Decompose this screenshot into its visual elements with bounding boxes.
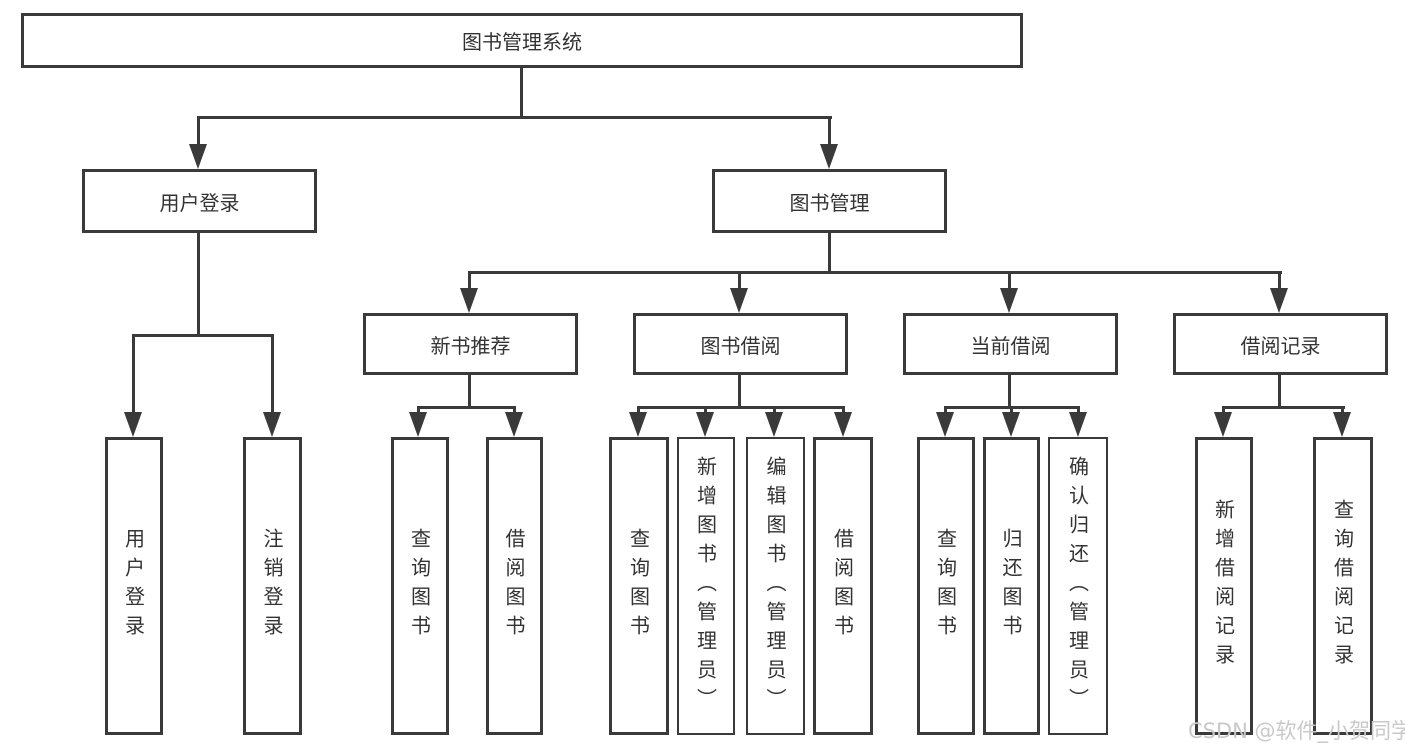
arrow-down-icon: [765, 412, 783, 437]
arrow-down-icon: [1002, 412, 1020, 437]
node-leaf-search-books-current-label: 查询图书: [933, 528, 958, 644]
arrow-down-icon: [189, 144, 207, 169]
connector-line: [513, 406, 516, 414]
node-leaf-add-borrow-record-label: 新增借阅记录: [1211, 499, 1236, 673]
arrow-down-icon: [936, 412, 954, 437]
connector-line: [637, 406, 845, 409]
node-leaf-search-books-newbooks-label: 查询图书: [407, 528, 432, 644]
node-leaf-search-books-borrowing-label: 查询图书: [626, 528, 651, 644]
node-current-borrowing: 当前借阅: [903, 313, 1118, 375]
arrow-down-icon: [820, 144, 838, 169]
node-new-book-recommend: 新书推荐: [363, 313, 578, 375]
connector-line: [132, 334, 135, 414]
node-leaf-search-books-newbooks: 查询图书: [391, 437, 449, 735]
connector-line: [520, 68, 523, 119]
connector-line: [468, 271, 471, 288]
connector-line: [828, 233, 831, 274]
node-leaf-borrow-books-borrowing-label: 借阅图书: [830, 528, 855, 644]
node-book-management: 图书管理: [712, 169, 947, 233]
node-user-login: 用户登录: [82, 169, 317, 233]
node-leaf-confirm-return-admin-label: 确认归还（管理员）: [1065, 455, 1090, 717]
node-leaf-user-login: 用户登录: [105, 437, 163, 735]
node-book-borrowing-label: 图书借阅: [700, 333, 781, 358]
connector-line: [1008, 271, 1011, 288]
arrow-down-icon: [1069, 412, 1087, 437]
connector-line: [271, 334, 274, 414]
connector-line: [1077, 406, 1080, 414]
connector-line: [417, 406, 516, 409]
node-user-login-label: 用户登录: [159, 190, 240, 215]
arrow-down-icon: [409, 412, 427, 437]
node-leaf-add-books-admin: 新增图书（管理员）: [677, 437, 735, 735]
arrow-down-icon: [696, 412, 714, 437]
connector-line: [637, 406, 640, 414]
arrow-down-icon: [1270, 288, 1288, 313]
connector-line: [1222, 406, 1225, 414]
arrow-down-icon: [1333, 412, 1351, 437]
connector-line: [1222, 406, 1345, 409]
arrow-down-icon: [629, 412, 647, 437]
node-leaf-return-books-label: 归还图书: [999, 528, 1023, 644]
node-leaf-search-books-borrowing: 查询图书: [609, 437, 669, 735]
node-borrowing-records: 借阅记录: [1173, 313, 1388, 375]
node-library-system: 图书管理系统: [21, 13, 1023, 68]
node-leaf-edit-books-admin: 编辑图书（管理员）: [746, 437, 805, 735]
node-leaf-return-books: 归还图书: [983, 437, 1040, 735]
connector-line: [417, 406, 420, 414]
node-book-management-label: 图书管理: [789, 190, 870, 215]
arrow-down-icon: [263, 412, 281, 437]
connector-line: [738, 271, 741, 288]
arrow-down-icon: [505, 412, 523, 437]
arrow-down-icon: [730, 288, 748, 313]
node-leaf-edit-books-admin-label: 编辑图书（管理员）: [763, 455, 787, 717]
connector-line: [1010, 406, 1013, 414]
arrow-down-icon: [1214, 412, 1232, 437]
watermark: CSDN @软件_小贺同学: [1188, 719, 1405, 743]
node-new-book-recommend-label: 新书推荐: [430, 333, 511, 358]
node-leaf-search-borrow-record-label: 查询借阅记录: [1330, 499, 1355, 673]
connector-line: [468, 271, 1282, 274]
node-leaf-borrow-books-newbooks-label: 借阅图书: [502, 528, 526, 644]
connector-line: [1278, 271, 1281, 288]
node-leaf-logout: 注销登录: [243, 437, 302, 735]
arrow-down-icon: [124, 412, 142, 437]
connector-line: [133, 334, 274, 337]
node-leaf-confirm-return-admin: 确认归还（管理员）: [1048, 437, 1108, 735]
node-borrowing-records-label: 借阅记录: [1240, 333, 1321, 358]
arrow-down-icon: [460, 288, 478, 313]
connector-line: [1278, 375, 1281, 409]
node-leaf-borrow-books-borrowing: 借阅图书: [813, 437, 873, 735]
connector-line: [197, 233, 200, 337]
connector-line: [197, 116, 200, 144]
connector-line: [944, 406, 947, 414]
connector-line: [1008, 375, 1011, 409]
arrow-down-icon: [834, 412, 852, 437]
connector-line: [197, 116, 832, 119]
node-leaf-add-borrow-record: 新增借阅记录: [1195, 437, 1253, 735]
connector-line: [1341, 406, 1344, 414]
node-leaf-add-books-admin-label: 新增图书（管理员）: [693, 455, 718, 717]
node-current-borrowing-label: 当前借阅: [970, 333, 1051, 358]
connector-line: [468, 375, 471, 409]
connector-line: [842, 406, 845, 414]
connector-line: [704, 406, 707, 414]
node-leaf-logout-label: 注销登录: [260, 528, 284, 644]
connector-line: [828, 116, 831, 144]
node-leaf-search-books-current: 查询图书: [917, 437, 975, 735]
node-library-system-label: 图书管理系统: [462, 30, 582, 54]
node-leaf-user-login-label: 用户登录: [121, 528, 146, 644]
connector-line: [773, 406, 776, 414]
node-book-borrowing: 图书借阅: [633, 313, 848, 375]
node-leaf-search-borrow-record: 查询借阅记录: [1313, 437, 1373, 735]
arrow-down-icon: [1000, 288, 1018, 313]
node-leaf-borrow-books-newbooks: 借阅图书: [486, 437, 543, 735]
connector-line: [738, 375, 741, 409]
